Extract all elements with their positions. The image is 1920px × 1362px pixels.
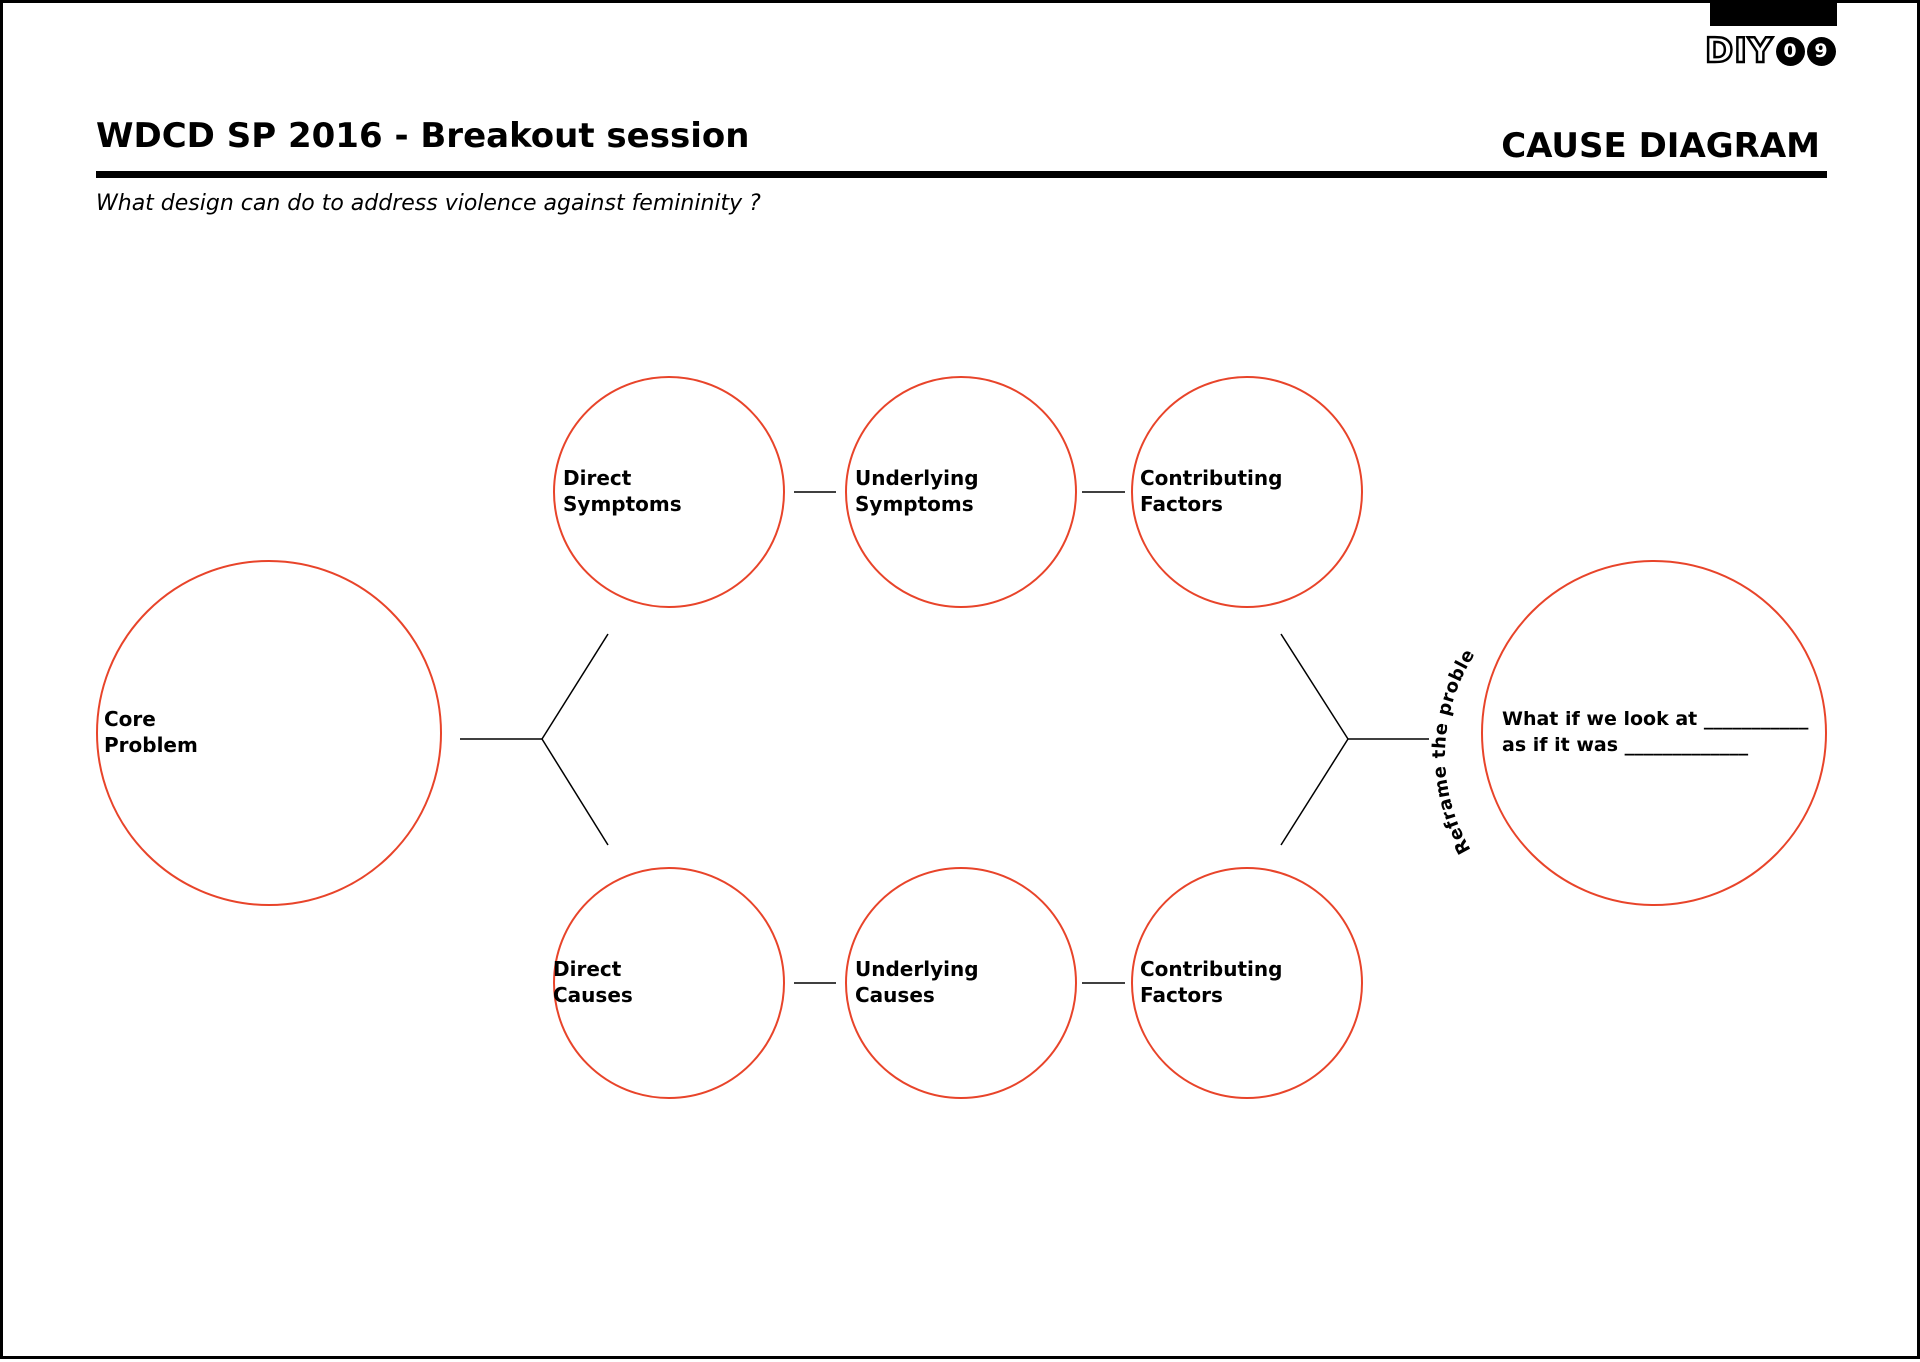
core-problem-circle <box>96 560 442 906</box>
underlying-causes-label: Underlying Causes <box>855 956 979 1008</box>
underlying-causes-line1: Underlying <box>855 957 979 981</box>
contributing-factors-causes-label: Contributing Factors <box>1140 956 1282 1008</box>
direct-causes-line1: Direct <box>553 957 622 981</box>
contributing-factors-symptoms-label: Contributing Factors <box>1140 465 1282 517</box>
diy09-logo: DIY 0 9 <box>1704 31 1836 71</box>
underlying-symptoms-line1: Underlying <box>855 466 979 490</box>
contributing-factors-causes-line2: Factors <box>1140 983 1223 1007</box>
logo-text: DIY <box>1704 31 1774 71</box>
contributing-factors-symptoms-circle <box>1131 376 1363 608</box>
reframe-circle <box>1481 560 1827 906</box>
logo-digit-9: 9 <box>1806 36 1836 66</box>
direct-causes-label: Direct Causes <box>553 956 633 1008</box>
reframe-prompt: What if we look at ___________ as if it … <box>1502 706 1808 758</box>
core-problem-line2: Problem <box>104 733 198 757</box>
underlying-causes-line2: Causes <box>855 983 935 1007</box>
page-title: WDCD SP 2016 - Breakout session <box>96 116 750 156</box>
diagram-heading: CAUSE DIAGRAM <box>1501 126 1820 166</box>
contributing-factors-symptoms-line1: Contributing <box>1140 466 1283 490</box>
header-rule <box>96 171 1827 178</box>
right-fork-upper-branch <box>1280 633 1349 740</box>
direct-symptoms-circle <box>553 376 785 608</box>
contributing-factors-symptoms-line2: Factors <box>1140 492 1223 516</box>
core-problem-line1: Core <box>104 707 156 731</box>
direct-causes-circle <box>553 867 785 1099</box>
underlying-symptoms-line2: Symptoms <box>855 492 974 516</box>
left-fork-lower-branch <box>541 738 609 846</box>
reframe-prompt-line2: as if it was _____________ <box>1502 734 1749 756</box>
logo-tab <box>1710 3 1837 26</box>
reframe-prompt-line1: What if we look at ___________ <box>1502 708 1809 730</box>
direct-symptoms-line2: Symptoms <box>563 492 682 516</box>
underlying-symptoms-label: Underlying Symptoms <box>855 465 979 517</box>
left-fork-upper-branch <box>541 633 609 740</box>
contributing-factors-causes-line1: Contributing <box>1140 957 1283 981</box>
right-fork-lower-branch <box>1280 738 1349 846</box>
logo-digit-0: 0 <box>1775 36 1805 66</box>
underlying-causes-circle <box>845 867 1077 1099</box>
page-subtitle: What design can do to address violence a… <box>96 191 761 216</box>
contributing-factors-causes-circle <box>1131 867 1363 1099</box>
cause-diagram: Reframe the problem <box>3 3 1827 1099</box>
underlying-symptoms-circle <box>845 376 1077 608</box>
core-problem-label: Core Problem <box>104 706 198 758</box>
direct-symptoms-label: Direct Symptoms <box>563 465 682 517</box>
direct-causes-line2: Causes <box>553 983 633 1007</box>
reframe-arc-label: Reframe the problem <box>3 3 1479 858</box>
reframe-arc-textpath: Reframe the problem <box>3 3 1479 858</box>
direct-symptoms-line1: Direct <box>563 466 632 490</box>
